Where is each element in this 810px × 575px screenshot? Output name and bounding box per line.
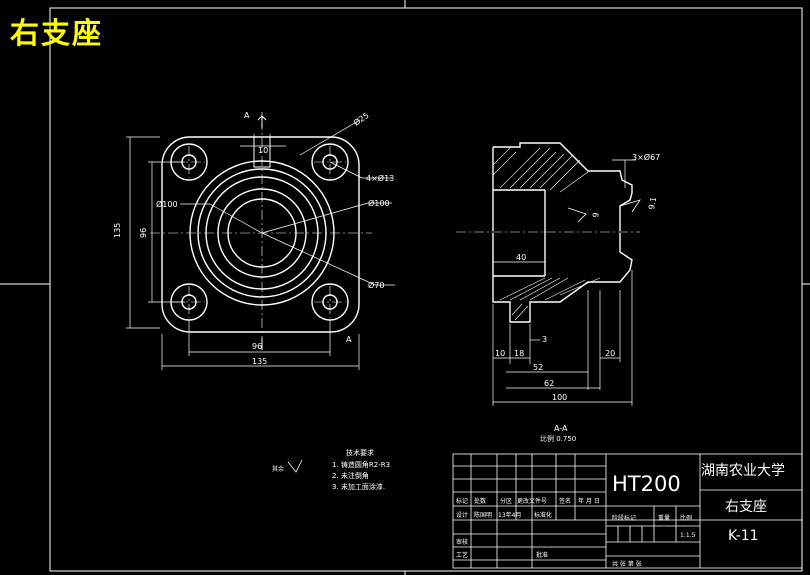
roughness-label: 其余 bbox=[272, 465, 284, 473]
section-dimension-lines bbox=[492, 159, 636, 406]
dim-width-96: 96 bbox=[252, 342, 262, 351]
dim-height-135: 135 bbox=[113, 223, 122, 238]
section-dimension-texts: 3×Ø67 9 9.1 40 10 18 3 52 62 100 20 A-A … bbox=[495, 152, 660, 443]
section-hatching bbox=[492, 147, 601, 321]
dim-slot-width: 10 bbox=[258, 146, 268, 155]
dim-diameter-25: Ø25 bbox=[351, 110, 370, 128]
tb-weight: 重量 bbox=[658, 514, 670, 522]
dim-width-135: 135 bbox=[252, 357, 267, 366]
dim-100: 100 bbox=[552, 393, 567, 402]
note-3: 3. 未加工面涂漆. bbox=[332, 482, 385, 491]
cut-mark-top: A bbox=[244, 111, 250, 120]
dim-10: 10 bbox=[495, 349, 505, 358]
dim-62: 62 bbox=[544, 379, 554, 388]
section-cut-markers bbox=[257, 115, 267, 350]
tb-standard: 标准化 bbox=[534, 511, 552, 519]
drawing-title: 右支座 bbox=[10, 16, 104, 50]
section-view-outline bbox=[492, 142, 633, 323]
tb-change-doc: 更改文件号 bbox=[517, 497, 547, 505]
tb-material: HT200 bbox=[612, 472, 681, 496]
note-2: 2. 未注倒角 bbox=[332, 471, 369, 480]
technical-notes: 技术要求 1. 铸造圆角R2-R3 2. 未注倒角 3. 未加工面涂漆. 其余 bbox=[272, 448, 390, 491]
dim-9-1: 9.1 bbox=[647, 196, 658, 210]
dim-40: 40 bbox=[516, 253, 526, 262]
tb-designer: 陈国明 bbox=[474, 511, 492, 519]
title-block-grid bbox=[452, 453, 803, 569]
dim-18: 18 bbox=[514, 349, 524, 358]
tb-part-name: 右支座 bbox=[725, 499, 767, 515]
tb-mark: 标记 bbox=[456, 497, 468, 505]
tb-review: 审核 bbox=[456, 538, 468, 546]
dim-dia-70: Ø70 bbox=[368, 280, 384, 290]
cut-mark-bottom: A bbox=[346, 335, 352, 344]
tb-scale: 1:1.5 bbox=[680, 532, 696, 539]
notes-heading: 技术要求 bbox=[346, 448, 374, 457]
tb-stage: 阶段标记 bbox=[612, 514, 636, 522]
tb-sign: 签名 bbox=[559, 497, 571, 505]
tb-design: 设计 bbox=[456, 511, 468, 519]
tb-zone: 分区 bbox=[500, 497, 512, 505]
front-dimension-lines bbox=[126, 112, 395, 370]
tb-process: 工艺 bbox=[456, 551, 468, 559]
dim-dia-100-right: Ø100 bbox=[368, 198, 390, 208]
dim-3: 3 bbox=[542, 335, 547, 344]
dim-bolt-holes: 4×Ø13 bbox=[366, 173, 394, 183]
roughness-symbols bbox=[287, 199, 641, 473]
dim-dia-100-left: Ø100 bbox=[156, 199, 178, 209]
section-label: A-A bbox=[554, 424, 568, 433]
tb-scale-label: 比例 bbox=[680, 514, 692, 522]
front-view bbox=[161, 136, 360, 333]
dim-3x-dia67: 3×Ø67 bbox=[632, 152, 660, 162]
tb-drawing-no: K-11 bbox=[728, 528, 759, 544]
tb-approve: 批准 bbox=[536, 551, 548, 559]
note-1: 1. 铸造圆角R2-R3 bbox=[332, 460, 390, 469]
dim-9: 9 bbox=[591, 212, 601, 219]
section-scale: 比例 0.750 bbox=[540, 434, 576, 443]
tb-organization: 湖南农业大学 bbox=[701, 463, 785, 479]
dim-20: 20 bbox=[605, 349, 615, 358]
dim-52: 52 bbox=[533, 363, 543, 372]
title-block-texts: 标记 处数 分区 更改文件号 签名 年 月 日 设计 陈国明 13年4月 标准化… bbox=[456, 463, 785, 568]
tb-sheet: 共 张 第 张 bbox=[612, 560, 642, 568]
tb-date: 年 月 日 bbox=[578, 497, 600, 505]
dim-height-96: 96 bbox=[139, 228, 148, 238]
tb-count: 处数 bbox=[474, 497, 486, 505]
tb-design-date: 13年4月 bbox=[498, 511, 521, 519]
